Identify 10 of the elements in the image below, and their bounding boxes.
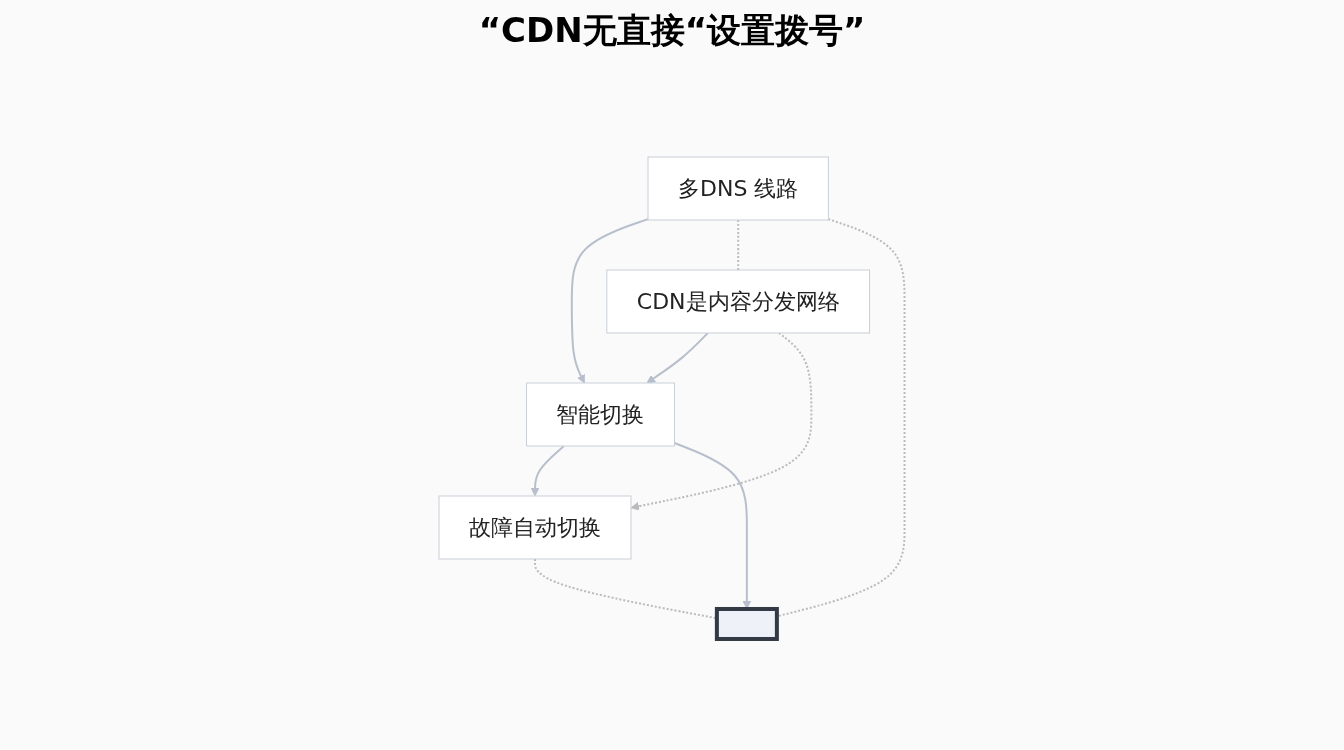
node-box: CDN是内容分发网络: [606, 269, 871, 334]
arrow: [630, 332, 813, 511]
diagram-title: “CDN无直接“设置拨号”: [477, 9, 867, 52]
arrow: [530, 445, 566, 497]
node-box: 多DNS 线路: [647, 156, 830, 221]
node-box: [715, 607, 780, 641]
node-box: 故障自动切换: [438, 495, 632, 560]
arrow: [646, 332, 709, 384]
arrow: [571, 218, 650, 384]
node-box: 智能切换: [526, 382, 676, 447]
